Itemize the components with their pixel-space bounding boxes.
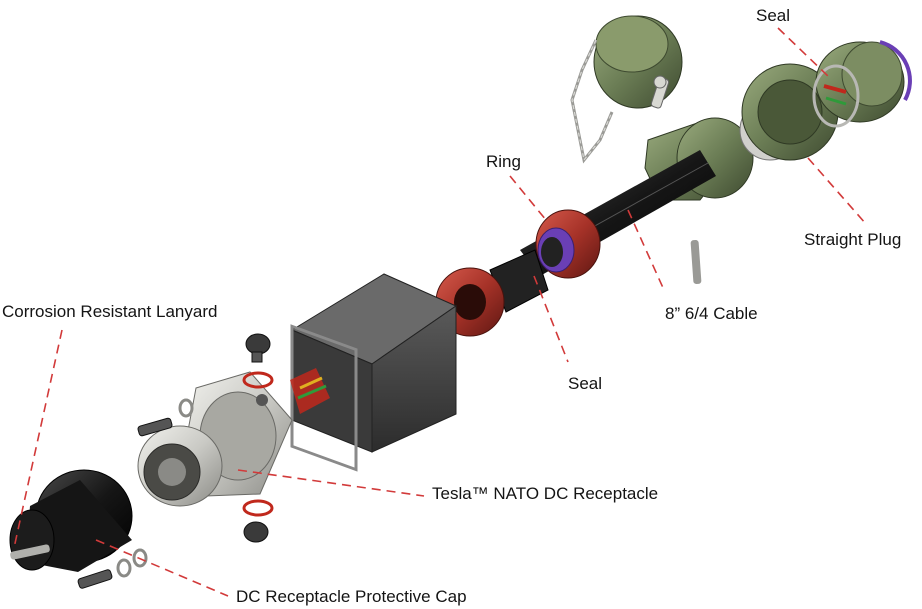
label-seal-mid: Seal [568, 374, 603, 393]
leader-ring [509, 175, 547, 221]
label-cable: 8” 6/4 Cable [665, 304, 758, 323]
leader-lanyard [13, 329, 63, 549]
leader-receptacle [237, 469, 425, 497]
label-lanyard: Corrosion Resistant Lanyard [2, 302, 218, 321]
leader-lines [13, 27, 867, 597]
leader-seal-mid [533, 275, 569, 363]
label-seal-top: Seal [756, 6, 791, 25]
leader-seal-top [777, 27, 831, 79]
label-ring: Ring [486, 152, 521, 171]
gland-icon [435, 209, 601, 337]
screw-icon [77, 333, 271, 589]
dust-cap-icon [593, 15, 683, 109]
label-straight-plug: Straight Plug [804, 230, 902, 249]
protective-cap-icon [9, 469, 133, 572]
junction-box-icon [290, 273, 458, 472]
chain-icon [570, 39, 614, 164]
leader-straight-plug [807, 157, 867, 225]
receptacle-icon [137, 371, 293, 507]
leader-protective-cap [95, 539, 229, 597]
label-protective-cap: DC Receptacle Protective Cap [236, 587, 467, 606]
label-receptacle: Tesla™ NATO DC Receptacle [432, 484, 659, 503]
washer-icon [116, 371, 274, 578]
